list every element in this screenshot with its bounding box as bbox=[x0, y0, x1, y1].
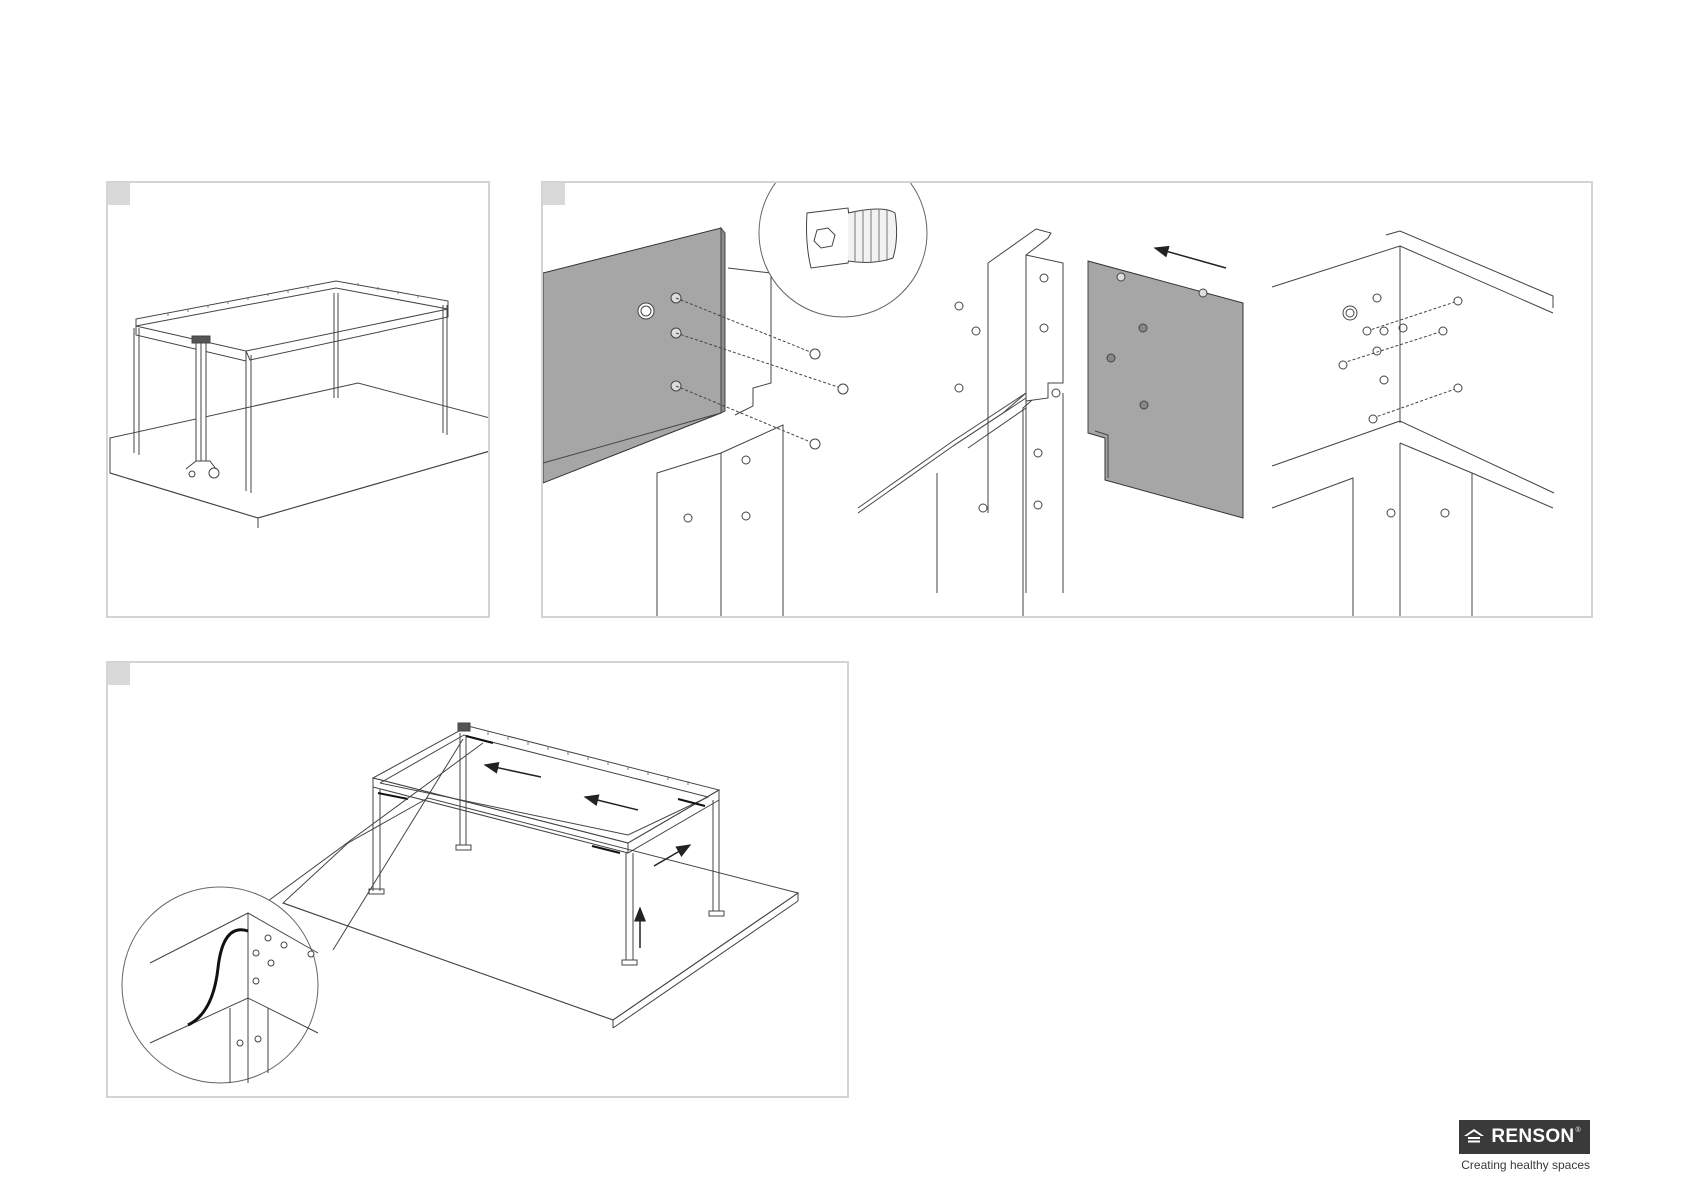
arrow-icon bbox=[585, 797, 638, 810]
arrow-icon bbox=[485, 765, 541, 777]
step-3-panel bbox=[106, 661, 849, 1098]
step-1-illustration bbox=[108, 183, 490, 618]
step-2-panel bbox=[541, 181, 1593, 618]
arrow-icon bbox=[1155, 248, 1226, 268]
step-2-illustration bbox=[543, 183, 1593, 618]
brand-tagline: Creating healthy spaces bbox=[1459, 1158, 1590, 1172]
step-1-panel bbox=[106, 181, 490, 618]
house-icon bbox=[1463, 1128, 1485, 1146]
renson-logo: RENSON ® bbox=[1459, 1120, 1590, 1154]
step-3-illustration bbox=[108, 663, 849, 1098]
registered-mark: ® bbox=[1575, 1127, 1580, 1134]
brand-name: RENSON bbox=[1491, 1126, 1574, 1148]
countersunk-hex-screw-icon bbox=[807, 208, 897, 268]
